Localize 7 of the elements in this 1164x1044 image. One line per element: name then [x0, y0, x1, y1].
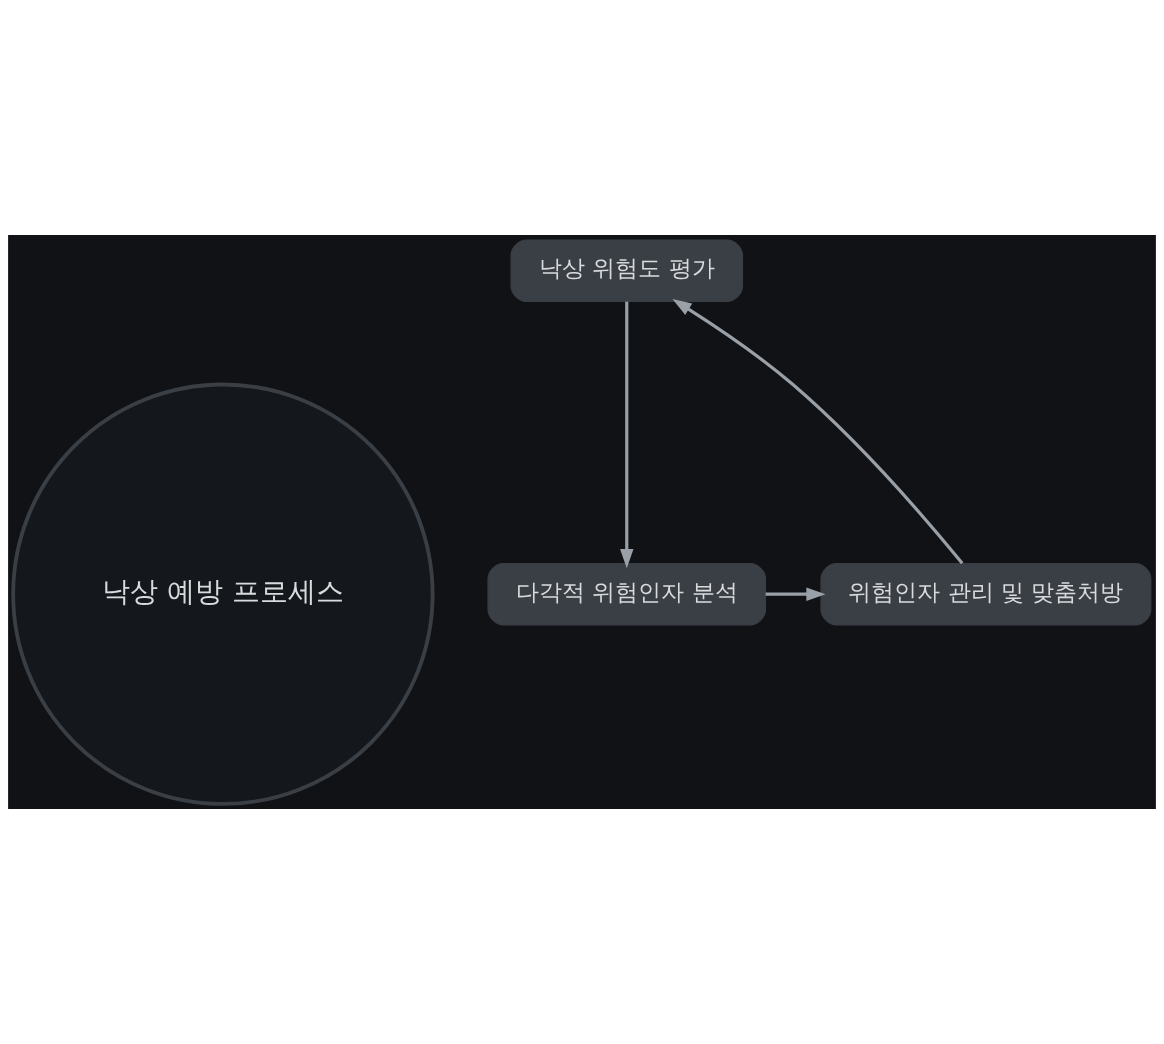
- node-circle: 낙상 예방 프로세스: [11, 382, 435, 806]
- arrow: [765, 587, 826, 601]
- node-box: 위험인자 관리 및 맞춤처방: [820, 562, 1152, 626]
- node-box: 낙상 위험도 평가: [510, 239, 744, 303]
- arrow: [672, 298, 964, 565]
- node-box: 다각적 위험인자 분석: [487, 562, 767, 626]
- arrow: [620, 301, 634, 569]
